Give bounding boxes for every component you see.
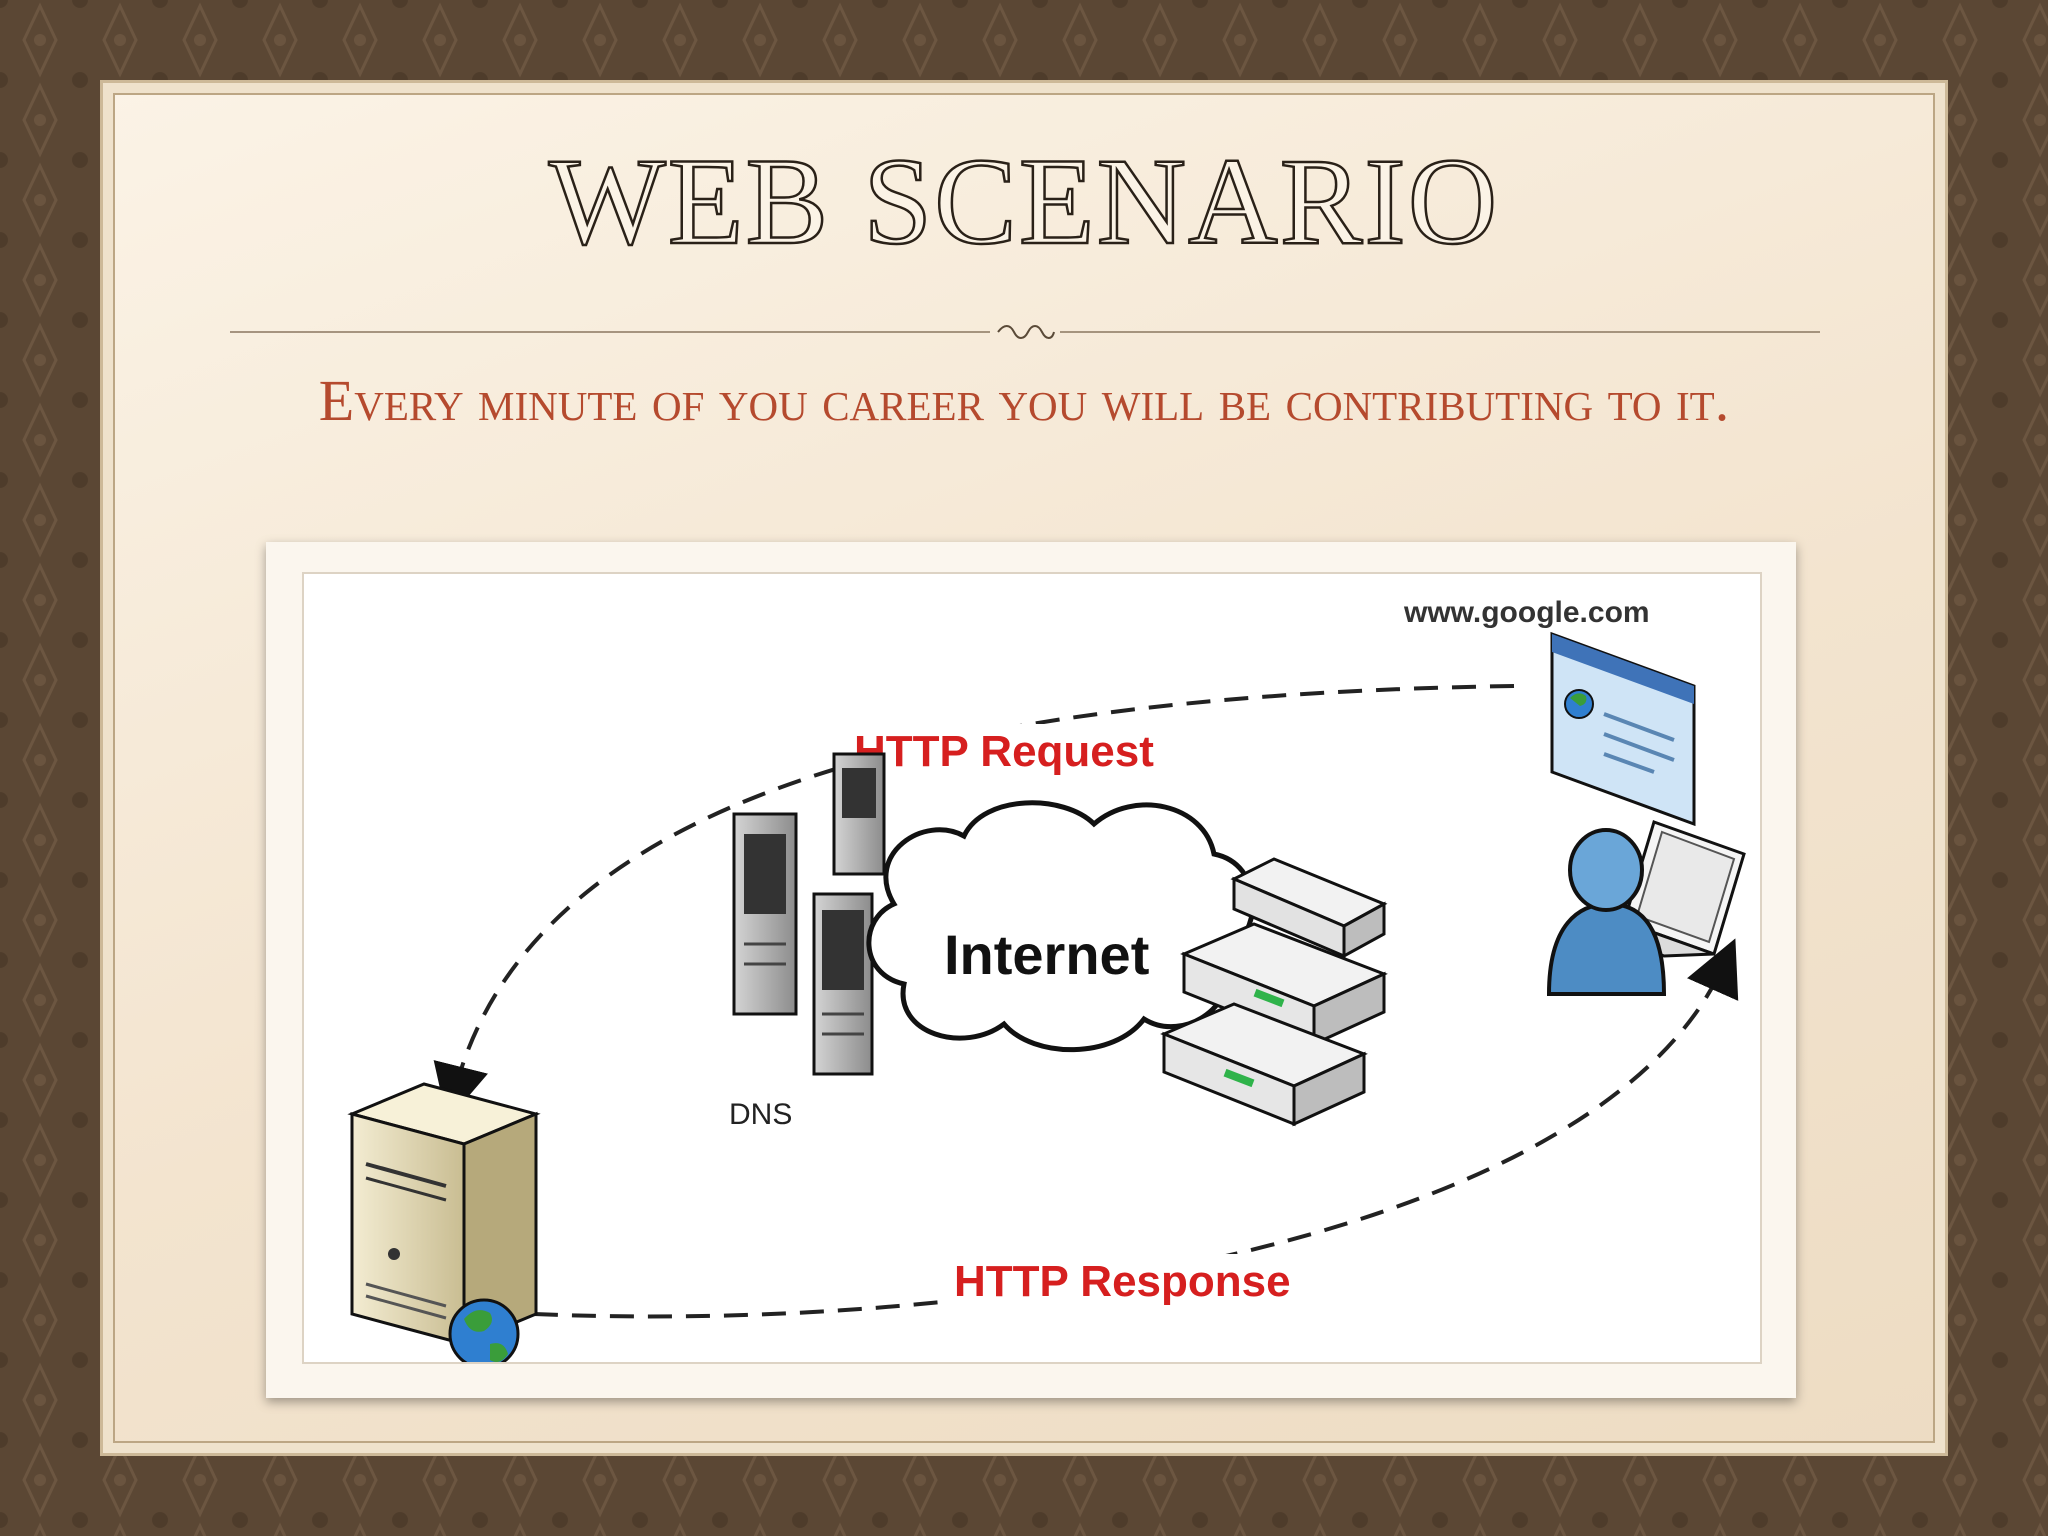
router-icon — [1160, 857, 1388, 1127]
browser-window-icon — [1550, 631, 1696, 827]
http-response-label: HTTP Response — [954, 1257, 1291, 1306]
internet-label: Internet — [944, 923, 1149, 986]
slide-title: WEB SCENARIO — [547, 133, 1500, 270]
http-request-label: HTTP Request — [854, 727, 1154, 776]
globe-icon — [448, 1298, 520, 1362]
slide-subtitle: Every minute of you career you will be c… — [318, 368, 1730, 433]
diagram-card: HTTP Request HTTP Response www.google.co… — [266, 542, 1796, 1398]
diagram-canvas: HTTP Request HTTP Response www.google.co… — [302, 572, 1762, 1364]
dns-label: DNS — [729, 1098, 792, 1131]
web-request-diagram: HTTP Request HTTP Response www.google.co… — [347, 596, 1746, 1362]
ornament-divider — [230, 325, 1820, 339]
user-icon — [1546, 828, 1667, 996]
http-response-arrow — [533, 938, 1739, 1319]
dns-server-icon — [732, 752, 886, 1076]
web-server-icon — [347, 1082, 541, 1362]
http-request-arrow — [433, 684, 1515, 1122]
url-label: www.google.com — [1403, 596, 1650, 629]
